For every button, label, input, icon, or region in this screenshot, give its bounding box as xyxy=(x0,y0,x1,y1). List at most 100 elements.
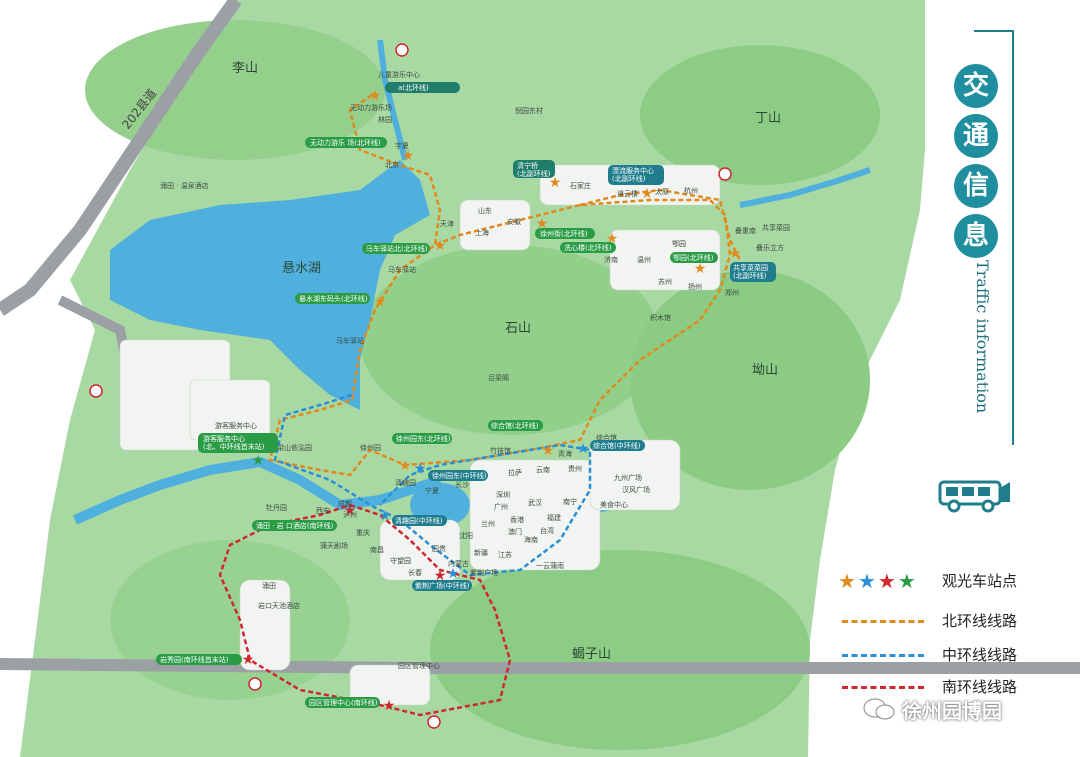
station-pill[interactable]: 马车驿站北(北环线) xyxy=(362,243,430,254)
station-stars: ★ ★ ★ ★ ★ ★ ★ ★ ★ ★ ★ ★ ★ ★ ★ ★ ★ ★ ★ ★ … xyxy=(242,88,742,714)
place-label: 徐州园 xyxy=(360,443,381,452)
star-north-zonghe[interactable]: ★ xyxy=(542,443,555,459)
svg-text:涌田 · 岩 口酒店(南环线): 涌田 · 岩 口酒店(南环线) xyxy=(256,521,334,530)
place-labels: 儿童游乐中心 无动力游乐场 林园 宇夏 北京 倪园东村 天津 山东 上海 安徽 … xyxy=(160,70,790,670)
bus-stop-icon[interactable] xyxy=(89,384,103,398)
star-north-mache[interactable]: ★ xyxy=(434,238,447,254)
place-label: 江苏 xyxy=(498,550,512,559)
star-mid-zonghe[interactable]: ★ xyxy=(577,441,590,457)
star-north-lake-east[interactable]: ★ xyxy=(374,294,387,310)
star-north-qingning[interactable]: ★ xyxy=(549,175,562,191)
station-pill[interactable]: 紫荆广场(中环线) xyxy=(412,580,472,591)
hill-xiezishan xyxy=(430,550,810,750)
star-north-xuzhou-garden[interactable]: ★ xyxy=(399,458,412,474)
station-pill[interactable]: 综合馆(北环线) xyxy=(488,420,543,431)
station-pill[interactable]: 鄂园(北环线) xyxy=(670,252,718,263)
place-label: 泸州 xyxy=(343,510,357,519)
svg-text:无动力游乐 场(北环线): 无动力游乐 场(北环线) xyxy=(310,138,381,147)
place-label: 沈阳 xyxy=(459,531,473,540)
place-label: 无动力游乐场 xyxy=(350,103,392,112)
green-star-icon: ★ xyxy=(897,569,916,593)
place-label: 积木馆 xyxy=(650,313,671,322)
place-label: 儿童游乐中心 xyxy=(378,70,420,79)
bus-stop-icons xyxy=(89,43,732,729)
station-pill[interactable]: 岩秀园(南环线首末站) xyxy=(156,654,242,665)
place-label: 南昌 xyxy=(370,545,384,554)
star-south-yanxiu[interactable]: ★ xyxy=(242,652,255,668)
place-label: 吕梁阁 xyxy=(488,373,509,382)
legend-middle-route: 中环线线路 xyxy=(838,644,1038,666)
station-pill[interactable]: 徐州园东(北环线) xyxy=(392,433,452,444)
place-label: 深圳 xyxy=(496,490,510,499)
station-pill[interactable]: 清宁桥(北副环线) xyxy=(513,160,555,178)
svg-text:游客服务中心(北、中环线首末站): 游客服务中心(北、中环线首末站) xyxy=(203,434,265,451)
place-label: 云南 xyxy=(536,465,550,474)
place-label: 广州 xyxy=(494,502,508,511)
panel-side-rule xyxy=(1012,30,1014,445)
svg-text:鄂园(北环线): 鄂园(北环线) xyxy=(673,253,714,262)
middle-route-swatch xyxy=(842,654,924,657)
bus-stop-icon[interactable] xyxy=(248,677,262,691)
station-pill[interactable]: 清趣园(中环线) xyxy=(392,515,447,526)
svg-text:悬水湖东码头(北环线): 悬水湖东码头(北环线) xyxy=(299,294,368,303)
place-label: 上海 xyxy=(475,228,489,237)
legend-route-label: 中环线线路 xyxy=(942,646,1018,664)
svg-text:马车驿站北(北环线): 马车驿站北(北环线) xyxy=(366,244,428,253)
svg-text:紫荆广场(中环线): 紫荆广场(中环线) xyxy=(415,581,470,590)
svg-text:徐州园东(中环线): 徐州园东(中环线) xyxy=(432,471,487,480)
station-pill[interactable]: 共享菜菜园(北副环线) xyxy=(730,262,776,282)
north-route-swatch xyxy=(842,620,924,623)
star-terminal-visitor[interactable]: ★ xyxy=(252,453,265,469)
panel-top-rule xyxy=(974,30,1014,32)
place-label: 宁夏 xyxy=(425,486,439,495)
place-label: 综合馆 xyxy=(596,433,617,442)
legend-south-route: 南环线线路 xyxy=(838,676,1038,698)
station-pill[interactable]: 游客服务中心(北、中环线首末站) xyxy=(198,433,278,453)
place-label: 济南 xyxy=(604,255,618,264)
station-pill[interactable]: 涌田 · 岩 口酒店(南环线) xyxy=(252,520,337,531)
station-pill[interactable]: 洗心楼(北环线) xyxy=(560,242,616,253)
star-mid-xuzhou-garden[interactable]: ★ xyxy=(414,461,427,477)
traffic-info-panel: 交 通 信 息 Traffic information xyxy=(946,30,1016,450)
svg-text:园区管理中心(南环线): 园区管理中心(南环线) xyxy=(309,698,378,707)
place-label: 温州 xyxy=(637,255,651,264)
star-north-a[interactable]: ★ xyxy=(369,88,382,104)
star-south-hantian[interactable]: ★ xyxy=(344,503,357,519)
star-mid-zijing[interactable]: ★ xyxy=(447,566,460,582)
road-202 xyxy=(0,0,242,316)
star-south-park-office[interactable]: ★ xyxy=(383,698,396,714)
station-pill[interactable]: a(北环线) xyxy=(385,82,460,93)
legend-stations: ★★★★ 观光车站点 xyxy=(838,570,1038,592)
station-pill[interactable]: 徐州街(北环线) xyxy=(535,228,595,239)
bus-stop-icon[interactable] xyxy=(427,715,441,729)
star-north-piaoliu[interactable]: ★ xyxy=(641,186,654,202)
station-pill[interactable]: 园区管理中心(南环线) xyxy=(305,697,380,708)
south-route-swatch xyxy=(842,686,924,689)
bus-stop-icon[interactable] xyxy=(395,43,409,57)
svg-text:清趣园(中环线): 清趣园(中环线) xyxy=(395,516,443,525)
place-label: 郑州 xyxy=(725,289,739,297)
place-label: 九州广场 xyxy=(614,473,642,482)
station-pill[interactable]: 徐州园东(中环线) xyxy=(428,470,488,481)
place-label: 台湾 xyxy=(540,526,554,535)
station-pill[interactable]: 漂流服务中心(北副环线) xyxy=(608,165,664,185)
north-loop-spur xyxy=(579,188,742,261)
station-pill[interactable]: 悬水湖东码头(北环线) xyxy=(295,293,370,304)
hill-shishan xyxy=(360,245,660,435)
area-shishan: 石山 xyxy=(505,321,531,336)
bus-stop-icon[interactable] xyxy=(718,167,732,181)
place-label: 杭州 xyxy=(684,186,698,195)
area-aoshan: 坳山 xyxy=(752,363,778,378)
station-pill[interactable]: 无动力游乐 场(北环线) xyxy=(305,137,387,148)
star-mid-qingxu[interactable]: ★ xyxy=(379,508,392,524)
place-label: 澳门 xyxy=(508,527,522,536)
star-north-no-power[interactable]: ★ xyxy=(402,148,415,164)
place-label: 太原 xyxy=(655,187,669,196)
star-north-ezhou[interactable]: ★ xyxy=(694,261,707,277)
place-label: 北京 xyxy=(385,160,399,169)
star-north-share-garden[interactable]: ★ xyxy=(729,246,742,262)
station-pill[interactable]: 综合馆(中环线) xyxy=(590,440,645,451)
north-loop-route xyxy=(268,93,732,477)
place-label: 游客服务中心 xyxy=(215,421,257,430)
